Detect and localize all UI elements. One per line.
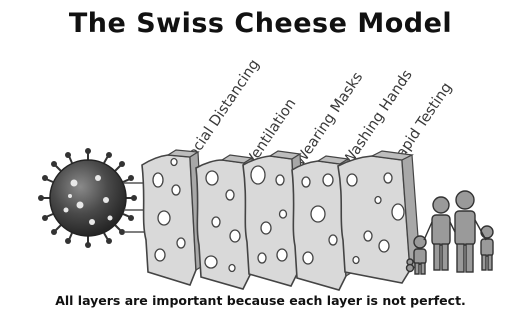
family-icon [405, 190, 494, 275]
cheese-layer-2 [195, 154, 259, 290]
diagram-caption: All layers are important because each la… [55, 293, 466, 308]
diagram-title: The Swiss Cheese Model [68, 8, 453, 39]
cheese-layer-1 [141, 149, 205, 286]
virus-icon [38, 148, 137, 248]
